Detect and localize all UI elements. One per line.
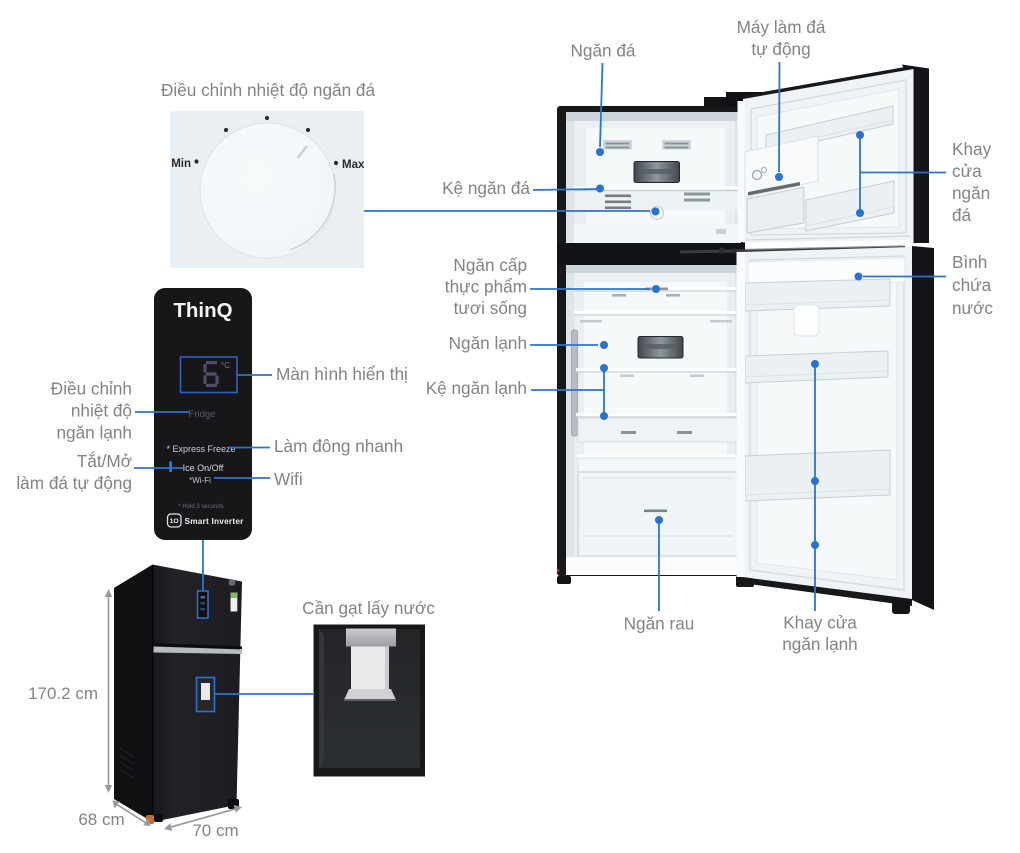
- svg-text:Kệ ngăn đá: Kệ ngăn đá: [442, 178, 530, 198]
- svg-text:đá: đá: [952, 205, 972, 225]
- svg-text:Ngăn lạnh: Ngăn lạnh: [449, 333, 527, 353]
- svg-text:Kệ ngăn lạnh: Kệ ngăn lạnh: [426, 378, 527, 398]
- svg-text:nhiệt độ: nhiệt độ: [71, 401, 132, 421]
- svg-text:Máy làm đá: Máy làm đá: [737, 17, 826, 37]
- svg-text:Khay: Khay: [952, 139, 992, 159]
- svg-text:ngăn lạnh: ngăn lạnh: [782, 634, 858, 654]
- svg-text:cửa: cửa: [952, 161, 982, 181]
- svg-text:1O: 1O: [170, 518, 179, 525]
- svg-text:Smart Inverter: Smart Inverter: [185, 516, 245, 526]
- svg-text:ngăn lạnh: ngăn lạnh: [56, 423, 132, 443]
- svg-text:70 cm: 70 cm: [192, 821, 238, 840]
- svg-text:170.2 cm: 170.2 cm: [28, 684, 98, 703]
- svg-text:chứa: chứa: [952, 275, 992, 295]
- svg-text:Điều chỉnh: Điều chỉnh: [51, 379, 132, 399]
- svg-text:Khay cửa: Khay cửa: [783, 613, 857, 633]
- svg-text:Màn hình hiển thị: Màn hình hiển thị: [276, 364, 408, 384]
- svg-text:Ngăn cấp: Ngăn cấp: [453, 255, 527, 275]
- svg-text:Ngăn đá: Ngăn đá: [571, 41, 636, 61]
- svg-text:tươi sống: tươi sống: [454, 298, 527, 318]
- svg-text:Ice On/Off: Ice On/Off: [183, 463, 224, 473]
- svg-text:68 cm: 68 cm: [78, 810, 124, 829]
- svg-text:Ngăn rau: Ngăn rau: [624, 614, 695, 634]
- svg-text:làm đá tự động: làm đá tự động: [16, 473, 132, 493]
- svg-text:* Express Freeze: * Express Freeze: [166, 444, 235, 454]
- svg-text:ngăn: ngăn: [952, 183, 990, 203]
- svg-text:nước: nước: [952, 298, 993, 318]
- svg-text:Bình: Bình: [952, 252, 987, 272]
- svg-text:Min: Min: [171, 158, 191, 170]
- svg-text:Tắt/Mở: Tắt/Mở: [77, 451, 132, 471]
- svg-text:Fridge: Fridge: [189, 409, 216, 420]
- svg-text:tự động: tự động: [751, 39, 810, 59]
- svg-text:thực phẩm: thực phẩm: [445, 277, 527, 297]
- svg-text:Max: Max: [342, 159, 365, 171]
- svg-text:ThinQ: ThinQ: [173, 299, 232, 322]
- svg-text:* Hold 3 seconds: * Hold 3 seconds: [178, 504, 223, 510]
- svg-text:Làm đông nhanh: Làm đông nhanh: [274, 436, 403, 456]
- svg-text:°C: °C: [221, 361, 230, 370]
- svg-text:Cần gạt lấy nước: Cần gạt lấy nước: [302, 598, 435, 618]
- svg-text:*Wi-Fi: *Wi-Fi: [189, 476, 211, 485]
- svg-text:Wifi: Wifi: [274, 469, 303, 489]
- svg-text:Điều chỉnh nhiệt độ ngăn đá: Điều chỉnh nhiệt độ ngăn đá: [161, 80, 375, 100]
